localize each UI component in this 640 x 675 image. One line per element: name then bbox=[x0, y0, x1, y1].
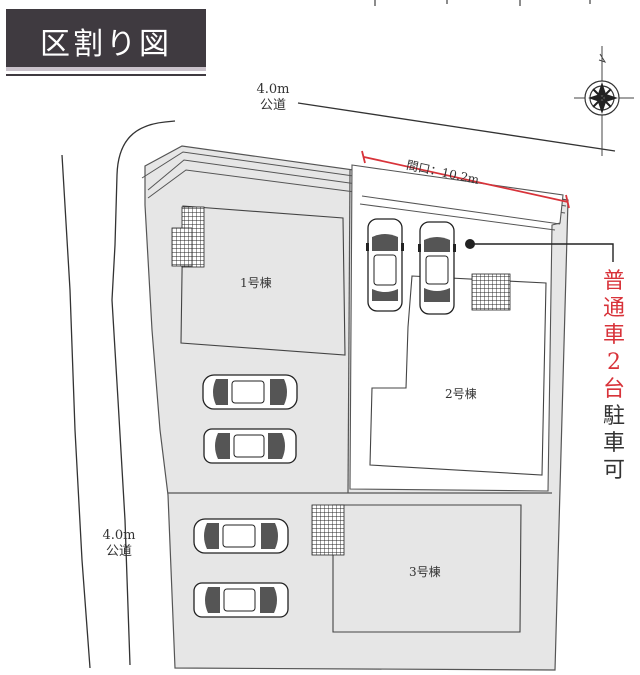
car-lot2-left bbox=[366, 218, 404, 312]
callout-char: 駐 bbox=[602, 404, 625, 429]
callout-char: 2 bbox=[607, 350, 621, 375]
building-1-footprint bbox=[180, 205, 346, 356]
road-edge-left bbox=[61, 154, 91, 669]
building-2-footprint bbox=[369, 275, 547, 476]
callout-char: 台 bbox=[602, 377, 625, 402]
car-lot3-upper bbox=[193, 518, 289, 554]
road-edge-top bbox=[297, 102, 616, 152]
car-lot3-lower bbox=[193, 582, 289, 618]
car-lot1-upper bbox=[202, 374, 298, 410]
building-2-label: 2号棟 bbox=[445, 387, 477, 401]
building-1-label: 1号棟 bbox=[240, 276, 272, 290]
building-3-footprint bbox=[332, 504, 522, 633]
parking-callout-leader bbox=[470, 243, 614, 262]
callout-char: 車 bbox=[602, 323, 625, 348]
road-left-label: 4.0m 公道 bbox=[94, 528, 144, 561]
road-top-width: 4.0m bbox=[256, 82, 290, 97]
callout-char: 可 bbox=[602, 458, 625, 483]
road-left-width: 4.0m bbox=[102, 528, 136, 543]
car-lot1-lower bbox=[203, 428, 297, 464]
callout-char: 普 bbox=[602, 269, 625, 294]
road-edge-corner bbox=[111, 121, 166, 666]
car-lot2-right bbox=[418, 221, 456, 315]
parking-callout: 普 通 車 2 台 駐 車 可 bbox=[596, 268, 632, 484]
road-top-name: 公道 bbox=[259, 98, 286, 114]
road-top-label: 4.0m 公道 bbox=[248, 82, 298, 115]
title-banner: 区割り図 bbox=[6, 9, 206, 76]
frontage-dimension-line bbox=[363, 156, 569, 203]
callout-char: 車 bbox=[602, 431, 625, 456]
callout-char: 通 bbox=[602, 296, 625, 321]
page-title: 区割り図 bbox=[40, 27, 172, 62]
road-left-name: 公道 bbox=[105, 544, 132, 560]
compass bbox=[574, 46, 634, 156]
building-3-label: 3号棟 bbox=[409, 565, 441, 579]
